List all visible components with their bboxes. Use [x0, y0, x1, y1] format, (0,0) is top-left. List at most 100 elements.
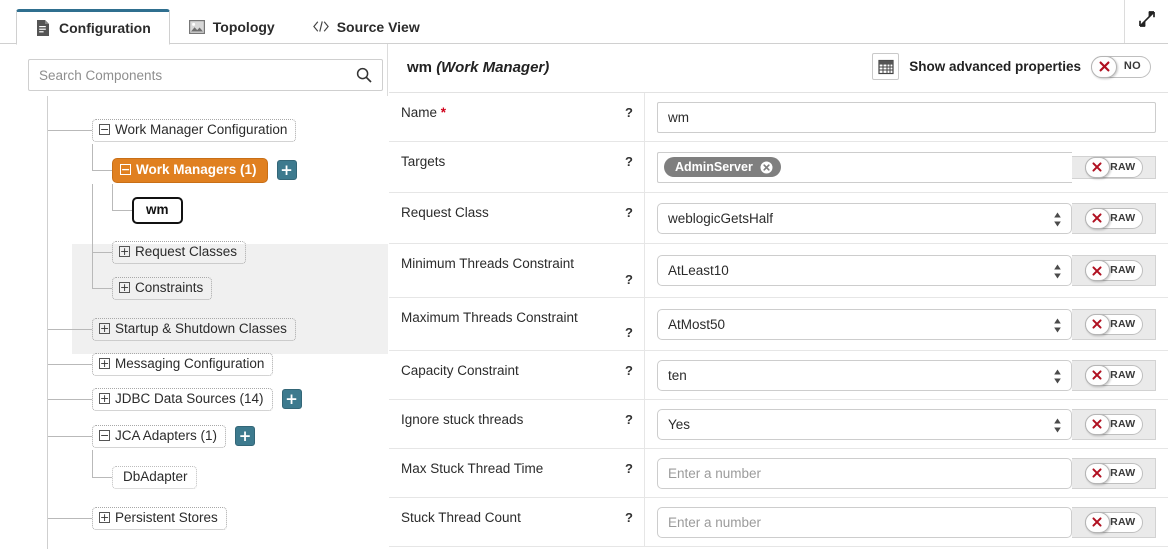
tree-node-constraints[interactable]: + Constraints [36, 252, 388, 302]
tree-node-startup-shutdown-classes[interactable]: + Startup & Shutdown Classes [36, 315, 388, 343]
search-box[interactable] [28, 59, 383, 91]
tree-node-chip-selected[interactable]: − Work Managers (1) [112, 157, 268, 183]
field-control [645, 93, 1168, 141]
request-class-select[interactable]: weblogicGetsHalf [657, 202, 1072, 234]
raw-toggle[interactable]: RAW [1084, 462, 1143, 484]
help-icon[interactable]: ? [625, 325, 633, 340]
raw-toggle-label: RAW [1110, 466, 1136, 479]
tree-node-chip[interactable]: + Persistent Stores [92, 506, 227, 530]
tree-node-jdbc-data-sources[interactable]: + JDBC Data Sources (14) + [36, 385, 388, 413]
maximum-threads-select[interactable]: AtMost50 [657, 308, 1072, 340]
help-icon[interactable]: ? [625, 510, 633, 525]
maximum-threads-combo: AtMost50 RAW [657, 308, 1156, 340]
expand-icon[interactable]: + [99, 392, 110, 405]
tree-node-label: JCA Adapters (1) [115, 427, 218, 443]
add-jdbc-data-source-button[interactable]: + [281, 389, 302, 409]
remove-tag-icon[interactable] [760, 161, 773, 174]
help-icon[interactable]: ? [625, 105, 633, 120]
stuck-thread-count-input[interactable] [657, 506, 1072, 538]
help-icon[interactable]: ? [625, 363, 633, 378]
search-input[interactable] [29, 60, 382, 90]
raw-toggle-cell: RAW [1072, 308, 1156, 340]
raw-toggle[interactable]: RAW [1084, 207, 1143, 229]
field-control: AtMost50 RAW [645, 298, 1168, 350]
field-control: RAW [645, 449, 1168, 497]
raw-toggle[interactable]: RAW [1084, 413, 1143, 435]
tree-node-chip[interactable]: + Constraints [112, 276, 213, 300]
field-control: Yes RAW [645, 400, 1168, 448]
tree-node-messaging-configuration[interactable]: + Messaging Configuration [36, 350, 388, 378]
tree-node-chip[interactable]: + Messaging Configuration [92, 352, 274, 376]
component-tree[interactable]: − Work Manager Configuration − Work Mana… [36, 96, 388, 549]
expand-icon[interactable]: + [99, 511, 110, 524]
expand-icon[interactable]: + [99, 322, 110, 335]
tree-node-chip[interactable]: + JDBC Data Sources (14) [92, 387, 273, 411]
x-circle-icon [1084, 413, 1110, 435]
tree-node-chip[interactable]: + Request Classes [112, 240, 247, 264]
field-label-text: Max Stuck Thread Time [401, 461, 544, 476]
tree-node-request-classes[interactable]: + Request Classes [36, 184, 388, 266]
ignore-stuck-threads-select[interactable]: Yes [657, 408, 1072, 440]
tab-label: Source View [336, 18, 420, 35]
help-icon[interactable]: ? [625, 412, 633, 427]
form-row-request-class: Request Class ? weblogicGetsHalf [389, 193, 1168, 244]
advanced-properties-toggle[interactable]: NO [1091, 55, 1151, 78]
tab-source-view[interactable]: Source View [294, 8, 439, 44]
tree-node-chip[interactable]: − JCA Adapters (1) [92, 424, 227, 448]
tree-node-wm[interactable]: wm [36, 184, 388, 224]
field-label: Maximum Threads Constraint ? [389, 298, 645, 350]
ignore-stuck-threads-combo: Yes RAW [657, 408, 1156, 440]
form-row-minimum-threads-constraint: Minimum Threads Constraint ? AtLeast10 [389, 244, 1168, 298]
image-icon [188, 19, 205, 35]
expand-icon[interactable]: + [99, 357, 110, 370]
tree-node-persistent-stores[interactable]: + Persistent Stores [36, 504, 388, 532]
raw-toggle[interactable]: RAW [1084, 313, 1143, 335]
minimum-threads-select[interactable]: AtLeast10 [657, 255, 1072, 286]
expand-icon[interactable]: + [119, 245, 130, 258]
form-row-maximum-threads-constraint: Maximum Threads Constraint ? AtMost50 [389, 298, 1168, 351]
tree-node-label: JDBC Data Sources (14) [115, 390, 264, 406]
grid-table-icon[interactable] [872, 53, 900, 80]
max-stuck-thread-time-combo: RAW [657, 457, 1156, 489]
max-stuck-thread-time-input[interactable] [657, 457, 1072, 489]
tab-topology[interactable]: Topology [170, 8, 294, 44]
search-components [28, 59, 383, 91]
add-work-manager-button[interactable]: + [276, 160, 297, 180]
tree-node-chip[interactable]: − Work Manager Configuration [92, 118, 297, 142]
help-icon[interactable]: ? [625, 272, 633, 287]
expand-icon[interactable]: + [119, 281, 130, 294]
collapse-icon[interactable]: − [99, 123, 110, 136]
search-icon[interactable] [356, 67, 372, 83]
field-control: AtLeast10 RAW [645, 244, 1168, 297]
tab-configuration[interactable]: Configuration [16, 9, 170, 45]
tree-node-chip-active[interactable]: wm [132, 196, 183, 224]
tree-node-jca-adapters[interactable]: − JCA Adapters (1) + [36, 422, 388, 450]
field-label: Ignore stuck threads ? [389, 400, 645, 448]
page-title-name: wm [407, 59, 433, 76]
raw-toggle-cell: RAW [1072, 155, 1156, 179]
name-input[interactable] [657, 101, 1156, 133]
tree-node-chip[interactable]: DbAdapter [112, 465, 197, 489]
raw-toggle[interactable]: RAW [1084, 364, 1143, 386]
capacity-constraint-select[interactable]: ten [657, 359, 1072, 391]
help-icon[interactable]: ? [625, 205, 633, 220]
expand-panel-button[interactable] [1124, 0, 1168, 43]
targets-tag-input[interactable]: AdminServer [657, 151, 1072, 183]
collapse-icon[interactable]: − [120, 163, 131, 176]
tree-node-chip[interactable]: + Startup & Shutdown Classes [92, 317, 296, 341]
tab-bar: Configuration Topology [0, 0, 1168, 45]
help-icon[interactable]: ? [625, 461, 633, 476]
tree-node-work-manager-configuration[interactable]: − Work Manager Configuration [36, 116, 388, 144]
raw-toggle[interactable]: RAW [1084, 260, 1143, 281]
components-sidebar: − Work Manager Configuration − Work Mana… [0, 44, 388, 549]
add-jca-adapter-button[interactable]: + [235, 426, 256, 446]
tree-node-work-managers[interactable]: − Work Managers (1) + [36, 144, 388, 184]
raw-toggle-label: RAW [1110, 317, 1136, 330]
help-icon[interactable]: ? [625, 154, 633, 169]
raw-toggle[interactable]: RAW [1084, 511, 1143, 533]
x-circle-icon [1084, 156, 1110, 178]
field-control: weblogicGetsHalf RAW [645, 193, 1168, 243]
raw-toggle[interactable]: RAW [1084, 156, 1143, 178]
tree-node-dbadapter[interactable]: DbAdapter [36, 450, 388, 491]
collapse-icon[interactable]: − [99, 429, 110, 442]
